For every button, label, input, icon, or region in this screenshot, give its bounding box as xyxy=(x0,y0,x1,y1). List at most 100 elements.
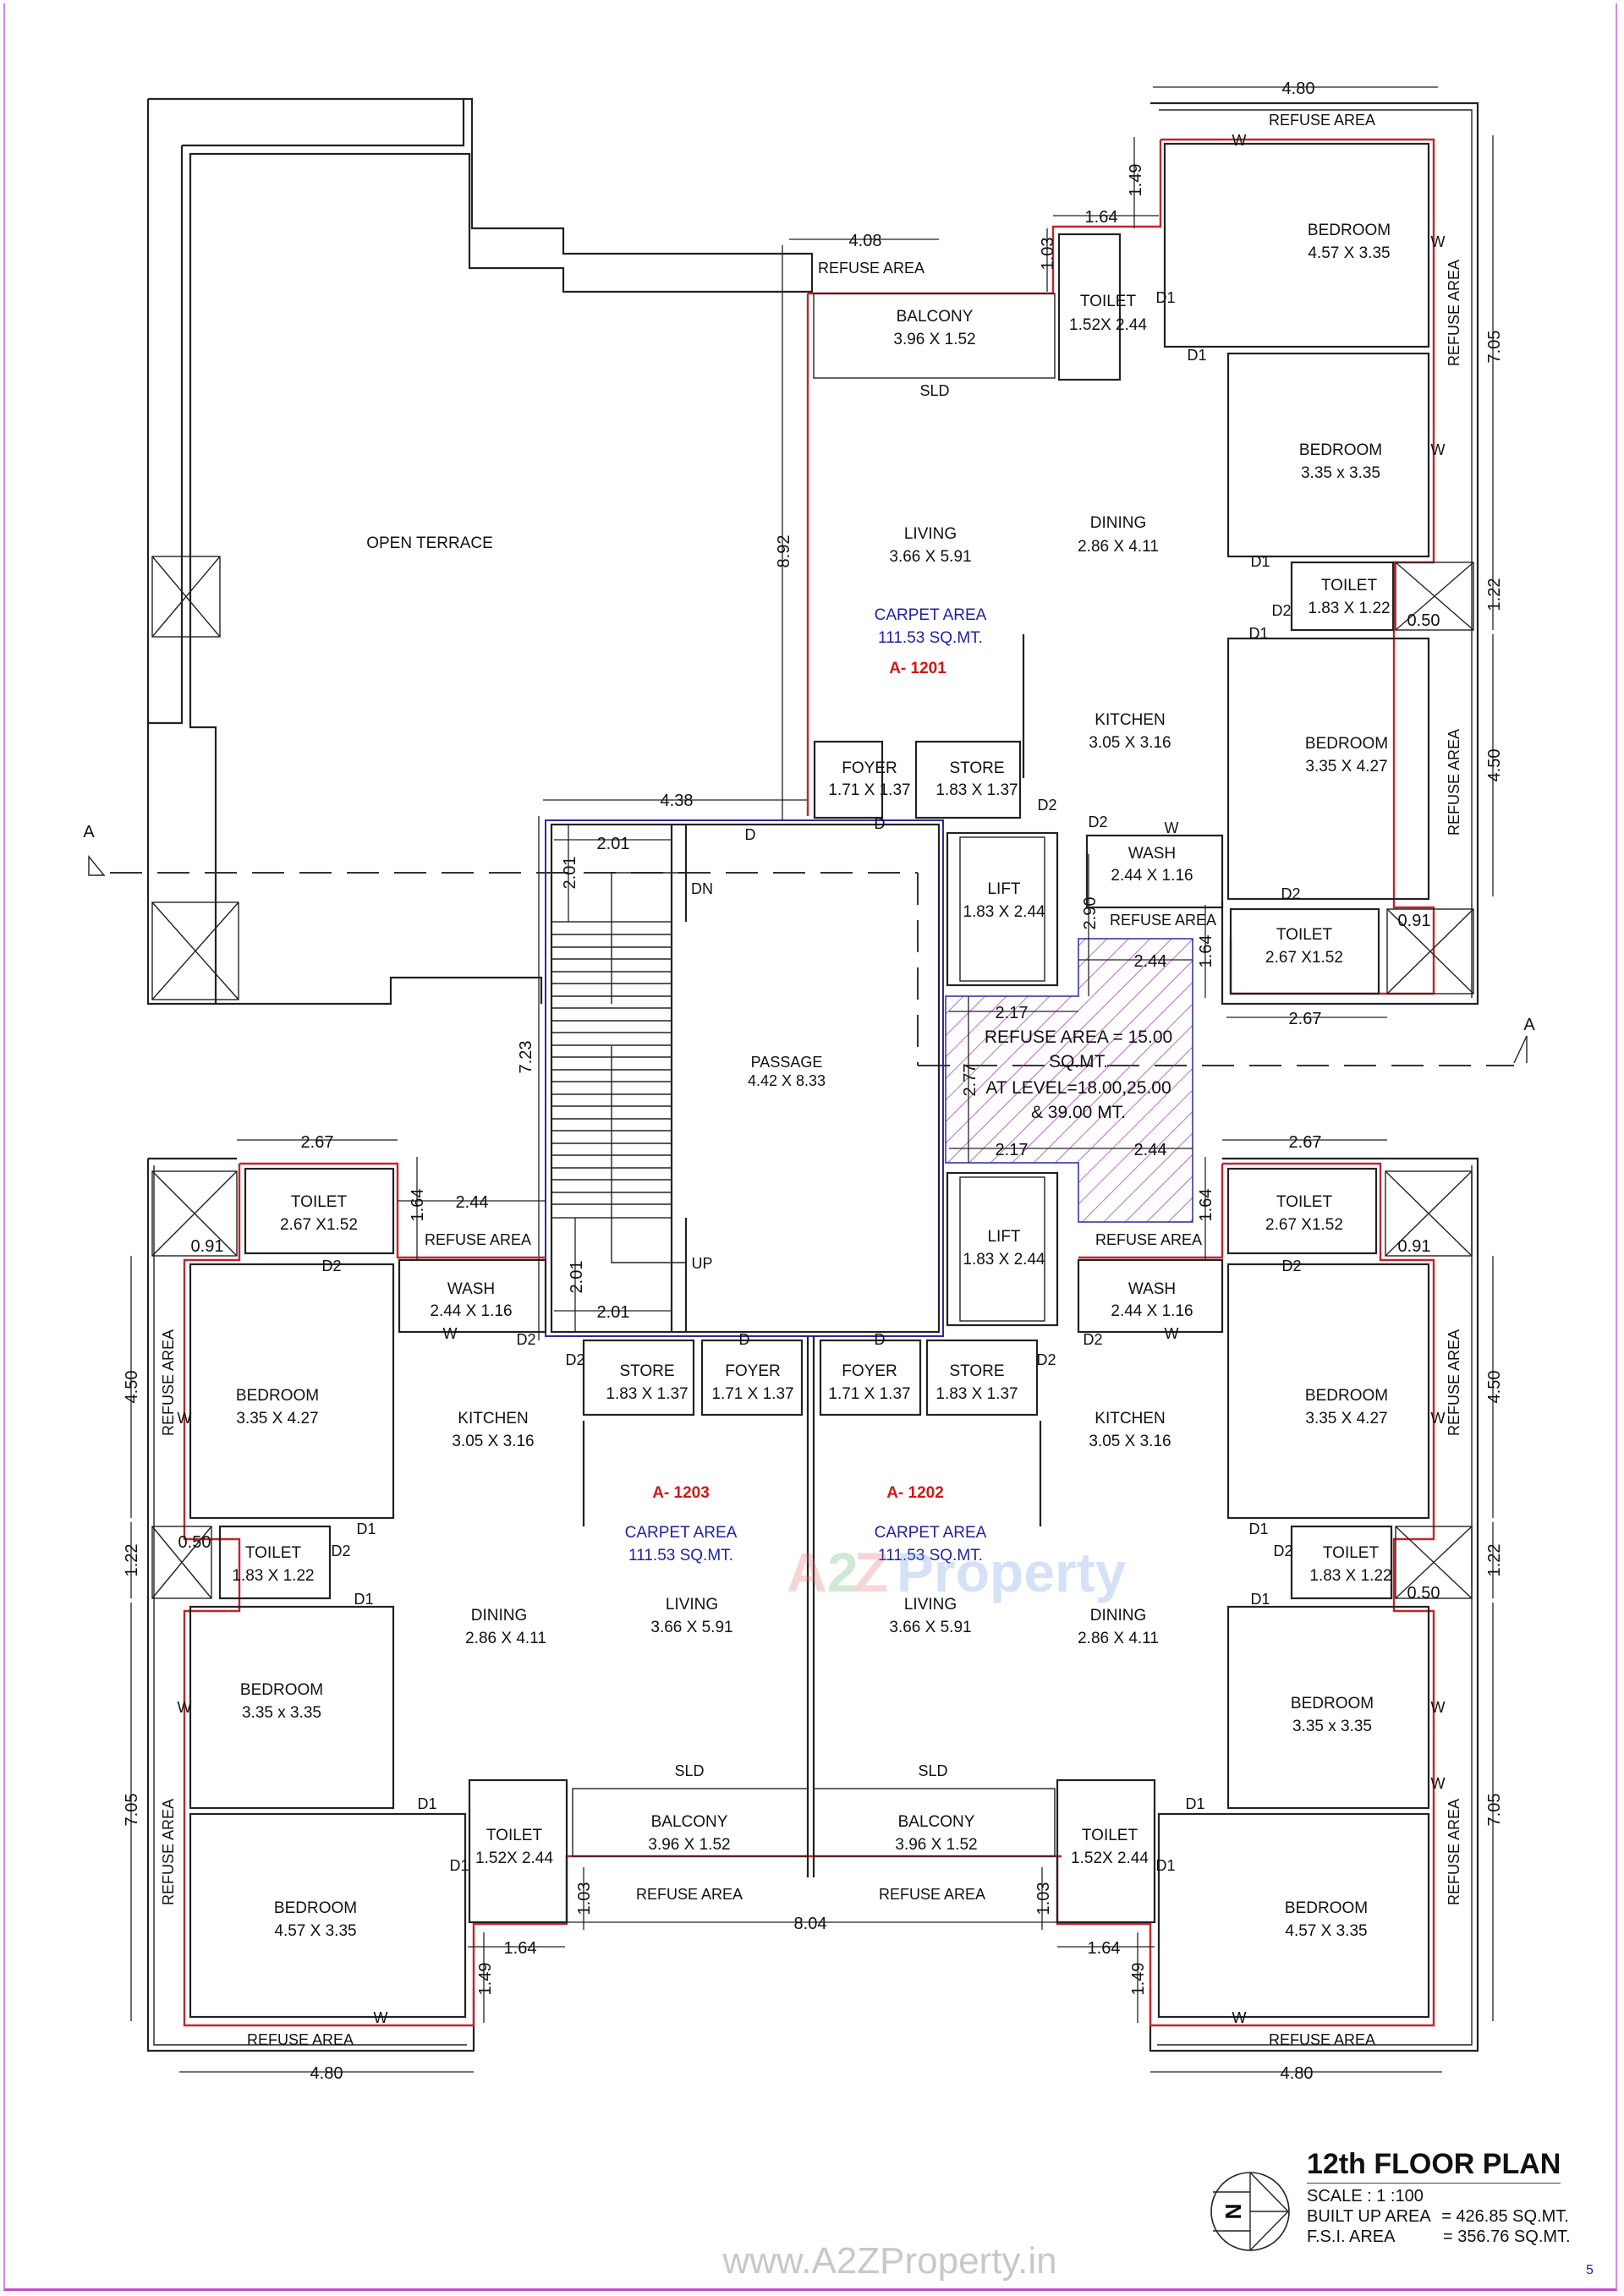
a1203-toilet1-name: TOILET xyxy=(486,1827,543,1844)
fsi-area: F.S.I. AREA = 356.76 SQ.MT. xyxy=(1307,2228,1571,2247)
a1202-foyer-size: 1.71 X 1.37 xyxy=(828,1385,910,1403)
a1201-store-size: 1.83 X 1.37 xyxy=(935,781,1018,799)
a1203-bedroom1-name: BEDROOM xyxy=(274,1899,357,1917)
a1201-wash-size: 2.44 X 1.16 xyxy=(1111,867,1193,885)
a1202-door-d2: D2 xyxy=(1036,1351,1056,1368)
a1201-dim-480: 4.80 xyxy=(1282,79,1315,98)
a1203-door-d1: D1 xyxy=(417,1795,436,1812)
a1202-living-size: 3.66 X 5.91 xyxy=(889,1619,971,1636)
a1203-bedroom3 xyxy=(189,1263,395,1520)
a1203-door-d: D xyxy=(739,1331,750,1348)
lift-bottom-size: 1.83 X 2.44 xyxy=(963,1251,1045,1269)
a1201-kitchen-size: 3.05 X 3.16 xyxy=(1089,734,1171,752)
a1203-bedroom2-size: 3.35 x 3.35 xyxy=(242,1704,321,1722)
a1203-wash xyxy=(398,1258,547,1334)
a1202-window: W xyxy=(1232,2009,1247,2026)
passage-size: 4.42 X 8.33 xyxy=(748,1072,826,1089)
a1201-toilet2-size: 1.83 X 1.22 xyxy=(1308,600,1390,617)
a1202-dim-103: 1.03 xyxy=(1034,1882,1053,1915)
a1203-carpet-value: 111.53 SQ.MT. xyxy=(628,1547,733,1564)
a1203-dim-244: 2.44 xyxy=(456,1193,489,1212)
a1202-living-name: LIVING xyxy=(904,1596,957,1614)
lift-top xyxy=(946,831,1059,987)
a1201-foyer-name: FOYER xyxy=(842,759,897,777)
a1201-dim-892: 8.92 xyxy=(775,535,793,568)
a1202-door-d2: D2 xyxy=(1273,1543,1292,1559)
dim-stair-landing-bottom: 2.01 xyxy=(568,1261,586,1294)
a1203-window: W xyxy=(374,2009,388,2026)
core: DN UP PASSAGE 4.42 X 8.33 LIFT 1.83 X 2.… xyxy=(517,792,1193,1340)
a1202-toilet1-size: 1.52X 2.44 xyxy=(1071,1849,1149,1867)
a1203-toilet1 xyxy=(468,1778,568,1924)
a1202-window: W xyxy=(1165,1325,1179,1342)
a1202-bedroom2-name: BEDROOM xyxy=(1291,1695,1374,1712)
sheet-border xyxy=(3,3,1617,2291)
a1202-toilet2 xyxy=(1290,1525,1393,1600)
a1201-store xyxy=(914,740,1022,819)
a1203-door-d2: D2 xyxy=(331,1543,350,1559)
a1201-bedroom1-name: BEDROOM xyxy=(1308,222,1391,239)
a1201-toilet1-size: 1.52X 2.44 xyxy=(1069,316,1147,334)
a1201-refuse-near-lift: REFUSE AREA xyxy=(1110,912,1216,929)
a1202-shaft-2 xyxy=(1395,1526,1473,1599)
a1201-bedroom2 xyxy=(1226,352,1430,558)
a1203-dim-164-v: 1.64 xyxy=(409,1189,427,1222)
a1203-foyer-size: 1.71 X 1.37 xyxy=(711,1385,793,1403)
a1203-refuse-left-1: REFUSE AREA xyxy=(160,1329,177,1436)
built-up-value: = 426.85 SQ.MT. xyxy=(1441,2207,1569,2226)
a1202-bedroom2-size: 3.35 x 3.35 xyxy=(1292,1718,1372,1735)
a1201-dim-705: 7.05 xyxy=(1485,331,1504,364)
dim-stair-landing-top: 2.01 xyxy=(561,857,579,890)
a1201-balcony-size: 3.96 X 1.52 xyxy=(893,331,975,348)
a1201-window: W xyxy=(1165,819,1179,836)
a1203-bedroom3-name: BEDROOM xyxy=(236,1387,319,1405)
a1203-sld: SLD xyxy=(674,1762,704,1779)
a1202-window: W xyxy=(1431,1775,1446,1792)
fsi-value: = 356.76 SQ.MT. xyxy=(1442,2228,1571,2246)
a1201-toilet3-size: 2.67 X1.52 xyxy=(1265,949,1343,967)
a1201-bedroom3-name: BEDROOM xyxy=(1305,735,1388,753)
watermark-2: 2 xyxy=(827,1541,859,1603)
dim-refuse-277: 2.77 xyxy=(961,1064,979,1097)
a1201-refuse-right-2: REFUSE AREA xyxy=(1446,729,1462,836)
a1203-toilet3-name: TOILET xyxy=(291,1193,348,1211)
a1201-toilet2-name: TOILET xyxy=(1321,577,1378,595)
a1202-toilet2-size: 1.83 X 1.22 xyxy=(1309,1567,1391,1585)
shaft-terrace-2 xyxy=(151,901,239,1000)
a1201-flat-id: A- 1201 xyxy=(889,660,946,677)
refuse-note-line4: & 39.00 MT. xyxy=(1031,1103,1126,1122)
a1203-door-d2: D2 xyxy=(516,1331,535,1348)
a1202-door-d: D xyxy=(875,1331,886,1348)
a1202-dim-050: 0.50 xyxy=(1407,1584,1440,1603)
a1203-foyer-name: FOYER xyxy=(725,1362,780,1380)
a1201-dim-050: 0.50 xyxy=(1407,611,1440,630)
a1202-dim-267: 2.67 xyxy=(1289,1133,1322,1152)
a1202-door-d1: D1 xyxy=(1250,1591,1270,1608)
a1201-bedroom2-name: BEDROOM xyxy=(1299,441,1382,459)
a1203-window: W xyxy=(443,1325,458,1342)
a1202-door-d1: D1 xyxy=(1185,1795,1204,1812)
a1203-door-d1: D1 xyxy=(354,1591,373,1608)
a1202-wash-name: WASH xyxy=(1128,1280,1176,1298)
a1201-living-size: 3.66 X 5.91 xyxy=(889,548,971,566)
a1203-toilet1-size: 1.52X 2.44 xyxy=(475,1849,553,1867)
a1203-refuse-balcony: REFUSE AREA xyxy=(636,1886,743,1903)
a1201-bedroom3-size: 3.35 X 4.27 xyxy=(1305,758,1387,775)
a1203-door-d1: D1 xyxy=(356,1521,376,1537)
a1202-dim-450: 4.50 xyxy=(1485,1371,1504,1404)
fsi-label: F.S.I. AREA xyxy=(1307,2228,1395,2246)
a1201-refuse-top: REFUSE AREA xyxy=(1269,112,1375,129)
open-terrace-label: OPEN TERRACE xyxy=(366,534,493,552)
refuse-note-line1: REFUSE AREA = 15.00 xyxy=(985,1027,1172,1047)
refuse-area-hatched xyxy=(945,938,1193,1223)
a1203-balcony-name: BALCONY xyxy=(651,1813,728,1831)
section-marker-left: A xyxy=(83,823,95,841)
dim-core-height: 7.23 xyxy=(517,1041,535,1074)
a1201-foyer xyxy=(813,740,884,819)
a1202-balcony-name: BALCONY xyxy=(898,1813,975,1831)
a1203-door-d1: D1 xyxy=(449,1857,469,1874)
a1202-dim-122: 1.22 xyxy=(1485,1544,1504,1577)
a1202-refuse-bottom: REFUSE AREA xyxy=(1269,2031,1375,2048)
a1201-toilet1-name: TOILET xyxy=(1080,293,1137,310)
